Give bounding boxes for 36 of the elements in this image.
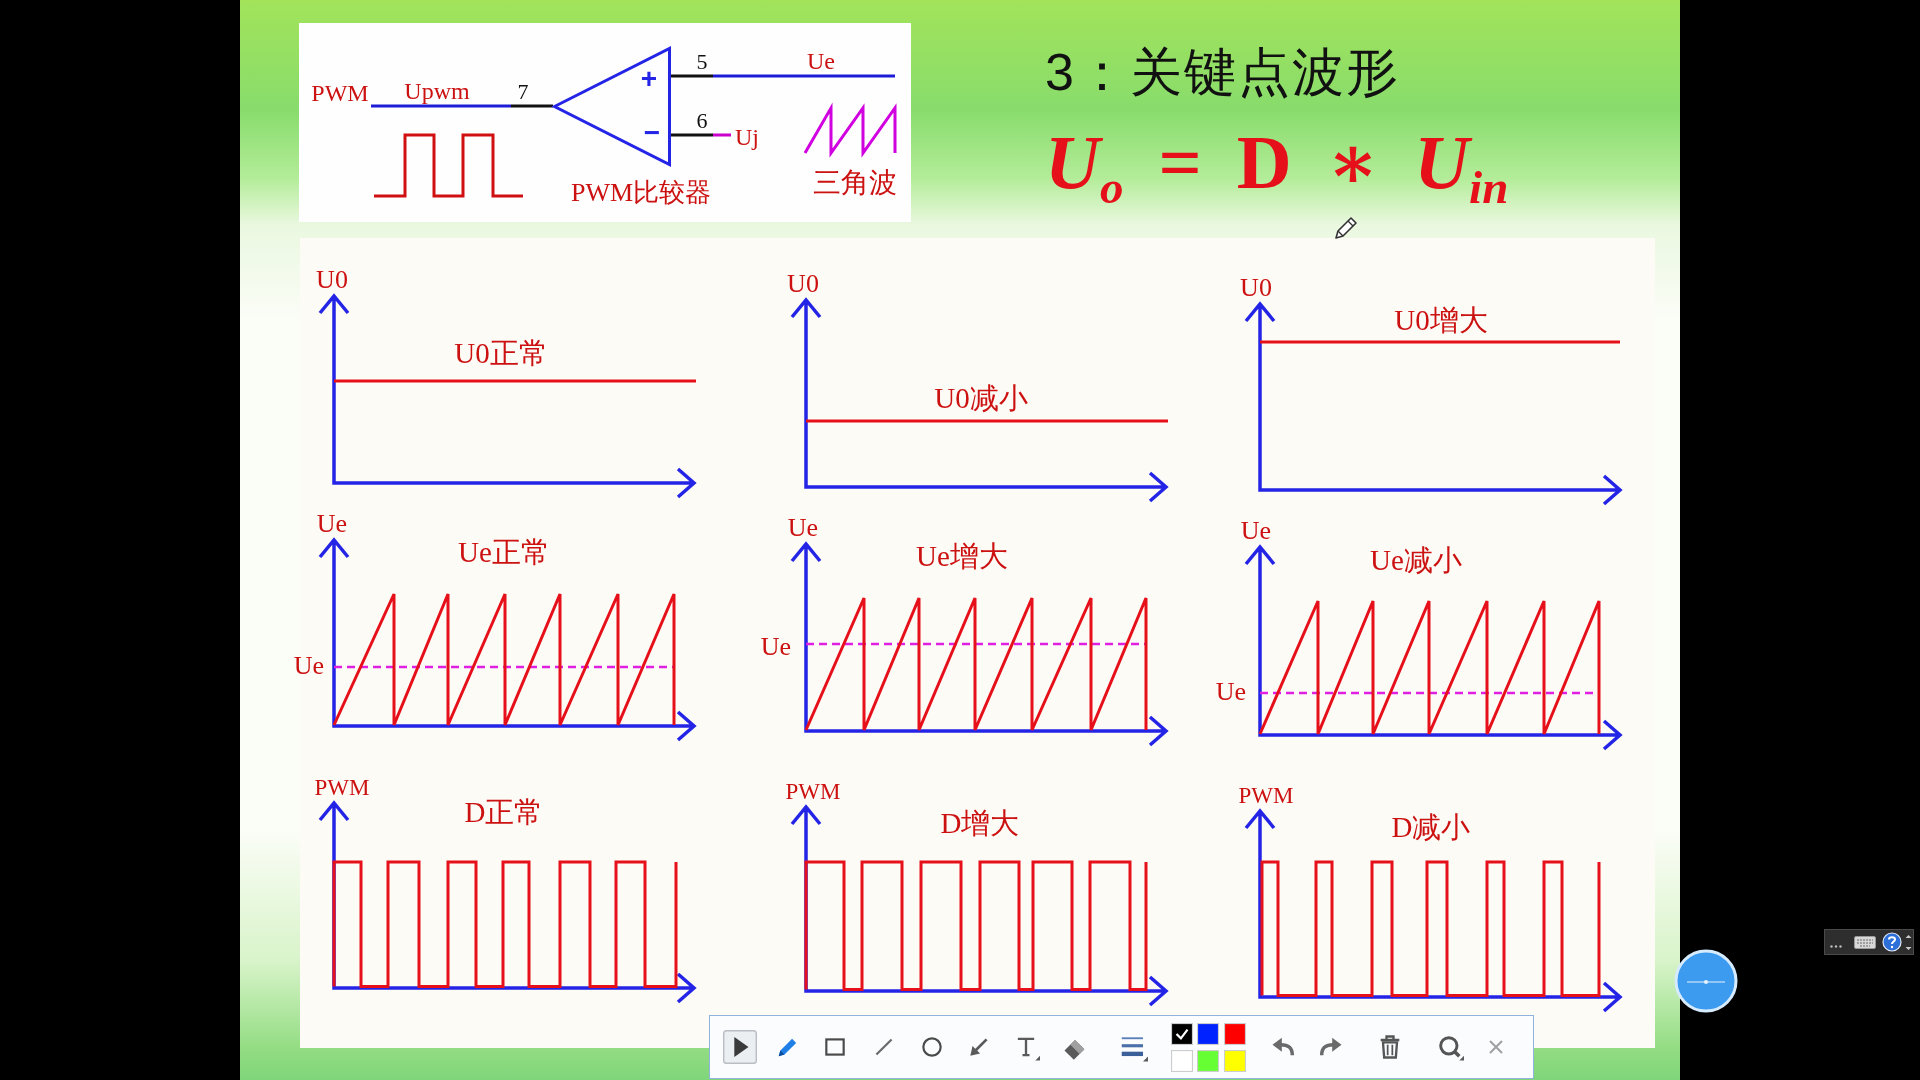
pin-number: 5 [696,51,708,73]
plot-title: Ue增大 [916,541,1008,571]
axis-label: U0 [787,271,819,297]
level-label: Ue [1215,679,1247,705]
slide-title: 3：关键点波形 [1045,46,1400,98]
signal-name: Upwm [404,79,470,103]
plot-title: U0正常 [454,338,548,368]
polarity-sign: + [640,65,658,93]
wire [371,104,553,108]
pin-number: 7 [517,81,529,103]
pin-number: 6 [696,110,708,132]
plot-title: Ue正常 [458,537,550,567]
signal-name: Ue [807,49,835,73]
axis-label: Ue [316,511,348,537]
axis-label: U0 [1240,275,1272,301]
plot-title: D正常 [464,797,544,827]
axis-label: PWM [1238,783,1294,807]
plot-title: D减小 [1391,812,1471,842]
waveform-caption: 三角波 [813,169,897,197]
polarity-sign: − [643,119,661,147]
axis-label: PWM [314,775,370,799]
level-label: Ue [293,653,325,679]
wire [671,74,895,78]
axis-label: U0 [316,267,348,293]
plot-title: U0增大 [1394,305,1488,335]
signal-label: Uj [731,121,763,153]
axis-label: PWM [785,779,841,803]
plot-title: D增大 [940,808,1020,838]
plot-title: U0减小 [934,383,1028,413]
wire [671,133,731,137]
level-label: Ue [760,634,792,660]
plot-title: Ue减小 [1370,545,1462,575]
axis-label: Ue [787,515,819,541]
signal-label: PWM [309,79,371,107]
component-caption: PWM比较器 [570,180,712,206]
axis-label: Ue [1240,518,1272,544]
